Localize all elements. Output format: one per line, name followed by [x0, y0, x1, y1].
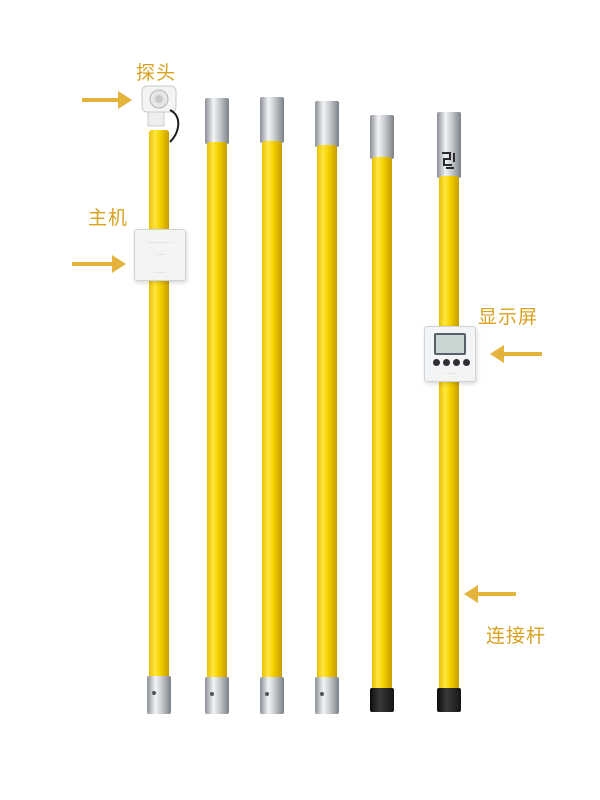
display-button-4: [463, 359, 470, 366]
pole-4-top-cap: [315, 101, 339, 147]
display-button-3: [453, 359, 460, 366]
host-unit: · · · · · · · · · · · · · · ·: [134, 229, 186, 281]
pole-4: [317, 145, 337, 682]
pole-6-grip-pattern: [440, 150, 458, 174]
pole-1-bottom-cap: [147, 676, 171, 714]
display-arrow-icon: [490, 345, 542, 363]
probe-arrow-icon: [82, 91, 132, 109]
pole-3: [262, 141, 282, 681]
pole-5: [372, 157, 392, 690]
rod-arrow-icon: [464, 585, 516, 603]
pole-2: [207, 142, 227, 682]
host-label: 主机: [88, 207, 129, 229]
pole-2-bottom-cap: [205, 677, 229, 714]
pole-5-top-cap: [370, 115, 394, 159]
probe-sensor: [140, 80, 186, 155]
pole-3-bottom-cap: [260, 677, 284, 714]
display-unit: · · · ·: [424, 326, 476, 382]
pole-6: [439, 176, 459, 690]
pole-4-bottom-cap: [315, 677, 339, 714]
pole-5-bottom-cap: [370, 688, 394, 712]
host-arrow-icon: [72, 255, 126, 273]
display-button-2: [443, 359, 450, 366]
pole-2-top-cap: [205, 98, 229, 144]
display-label: 显示屏: [478, 306, 539, 328]
display-screen: [434, 333, 466, 355]
pole-3-top-cap: [260, 97, 284, 143]
display-button-1: [433, 359, 440, 366]
pole-6-bottom-cap: [437, 688, 461, 712]
pole-1: [149, 130, 169, 680]
probe-label: 探头: [136, 62, 177, 84]
rod-label: 连接杆: [486, 625, 547, 647]
